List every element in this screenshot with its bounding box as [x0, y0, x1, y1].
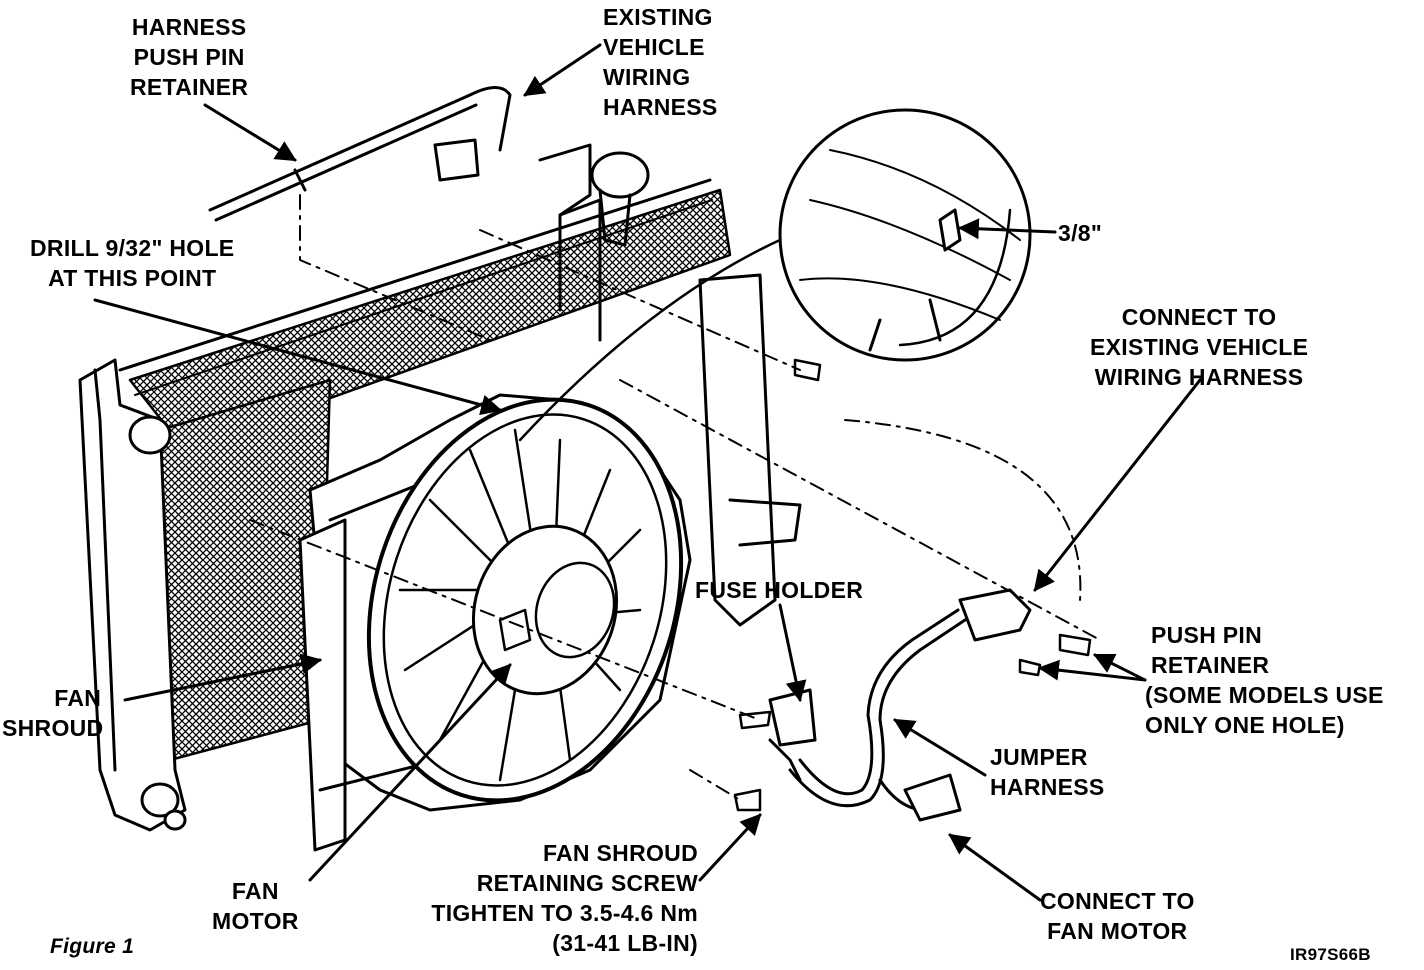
label-harness-push-pin-retainer: HARNESS PUSH PIN RETAINER — [130, 14, 249, 100]
label-connect-fan-motor: CONNECT TO FAN MOTOR — [1040, 888, 1195, 944]
projection-lines — [249, 194, 1101, 801]
label-fuse-holder: FUSE HOLDER — [695, 577, 864, 603]
label-existing-vehicle-wiring-harness: EXISTING VEHICLE WIRING HARNESS — [603, 4, 718, 120]
label-fan-shroud: FAN SHROUD — [2, 685, 104, 741]
radiator-right-tank — [538, 143, 802, 627]
detail-circle — [778, 108, 1032, 362]
label-fan-motor: FAN MOTOR — [212, 878, 299, 934]
harness-rod — [208, 86, 512, 222]
label-push-pin-retainer: PUSH PIN RETAINER (SOME MODELS USE ONLY … — [1145, 622, 1384, 738]
fan-assembly — [366, 397, 684, 803]
figure-code: IR97S66B — [1290, 945, 1371, 964]
label-dimension: 3/8" — [1058, 220, 1103, 246]
label-drill-hole: DRILL 9/32" HOLE AT THIS POINT — [30, 235, 235, 291]
label-fan-shroud-screw: FAN SHROUD RETAINING SCREW TIGHTEN TO 3.… — [431, 840, 698, 956]
jumper-harness — [768, 588, 1032, 822]
detail-callout-lines — [518, 208, 1012, 442]
radiator-left-tank — [78, 358, 187, 832]
radiator-core — [118, 178, 732, 762]
leader-arrows — [93, 43, 1202, 902]
figure-caption: Figure 1 — [50, 935, 135, 958]
label-jumper-harness: JUMPER HARNESS — [990, 744, 1105, 800]
label-connect-existing-harness: CONNECT TO EXISTING VEHICLE WIRING HARNE… — [1090, 304, 1309, 390]
